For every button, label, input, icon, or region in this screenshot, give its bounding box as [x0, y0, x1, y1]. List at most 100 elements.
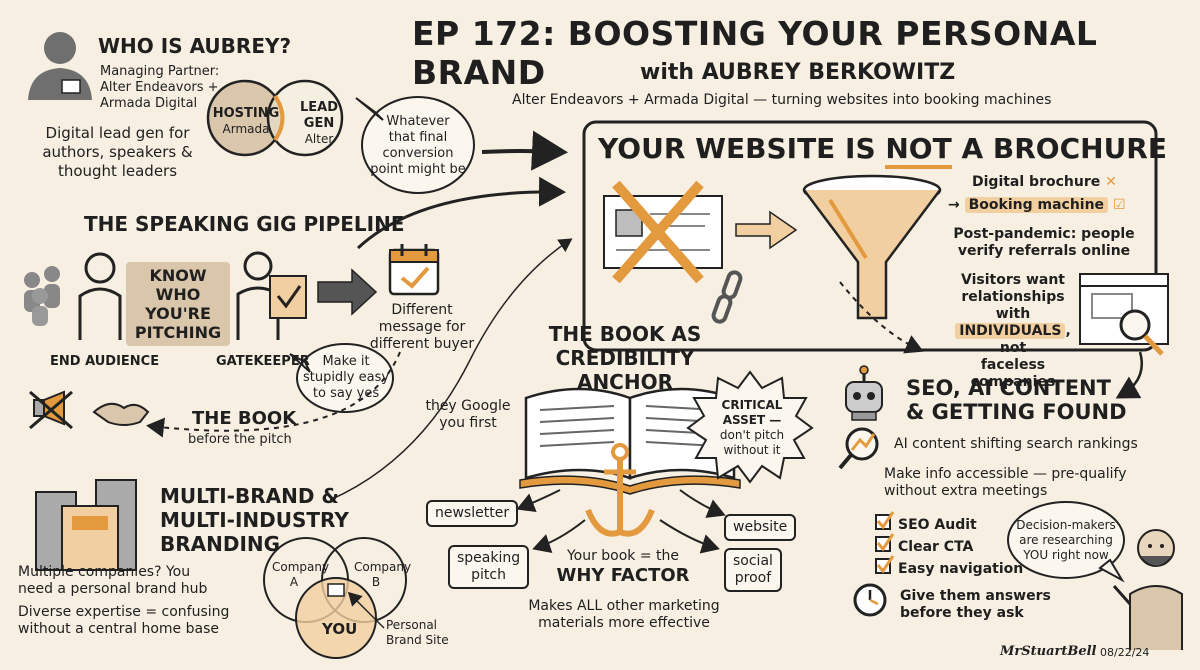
- chain-link-icon: [711, 270, 743, 324]
- dm-line: are researching: [1019, 533, 1113, 547]
- brochure-card-icon: [603, 180, 723, 284]
- diff-line: message for: [378, 319, 466, 335]
- episode-tagline: Alter Endeavors + Armada Digital — turni…: [512, 92, 1052, 108]
- bubble-line: that final: [388, 130, 448, 145]
- social-proof-tag: social proof: [724, 548, 782, 592]
- speaking-pitch-tag: speaking pitch: [448, 545, 530, 589]
- multi-line: need a personal brand hub: [18, 581, 208, 597]
- gatekeeper-label: GATEKEEPER: [216, 354, 310, 369]
- end-audience-icon: [24, 252, 122, 340]
- buildings-icon: [35, 479, 137, 571]
- cross-icon: ✕: [1105, 174, 1117, 190]
- company-venn: [263, 537, 407, 659]
- multi-line: without a central home base: [18, 621, 219, 637]
- seo-title-line: & GETTING FOUND: [906, 400, 1127, 424]
- handshake-icon: [92, 402, 150, 426]
- multi-brand-title: MULTI-BRAND & MULTI-INDUSTRY BRANDING: [160, 484, 349, 556]
- who-title: WHO IS AUBREY?: [98, 34, 292, 58]
- accessible-info-text: Make info accessible — pre-qualify witho…: [884, 466, 1126, 500]
- pipeline-title: THE SPEAKING GIG PIPELINE: [84, 212, 405, 236]
- google-first-text: they Google you first: [420, 398, 516, 432]
- megaphone-crossed-icon: [29, 390, 73, 430]
- venn-hosting-label: HOSTING Armada: [212, 106, 280, 137]
- who-desc-line: Digital lead gen for: [45, 124, 190, 142]
- who-desc-line: authors, speakers &: [42, 143, 193, 161]
- decision-makers-text: Decision-makers are researching YOU righ…: [1010, 518, 1122, 563]
- checkbox-check-icon: ☑: [1112, 197, 1126, 213]
- venn-leadgen-label: LEAD GEN Alter: [293, 100, 345, 147]
- company-b-label: Company B: [354, 560, 411, 590]
- speaking-line: speaking: [457, 550, 521, 566]
- diff-line: Different: [391, 302, 453, 318]
- robot-icon: [845, 365, 883, 421]
- info-line: without extra meetings: [884, 483, 1048, 499]
- bubble-line: point might be: [370, 162, 466, 177]
- individuals-highlight: INDIVIDUALS: [955, 323, 1066, 339]
- makes-marketing-text: Makes ALL other marketing materials more…: [514, 598, 734, 632]
- website-box: [582, 120, 1158, 352]
- bubble-line: Whatever: [386, 114, 450, 129]
- conversion-speech-bubble: [355, 96, 475, 194]
- venn-leadgen: GEN: [303, 116, 335, 131]
- company-a-line: A: [289, 575, 299, 589]
- seo-checklist: SEO Audit Clear CTA Easy navigation: [898, 514, 1023, 580]
- arrow-right-icon: →: [948, 197, 960, 213]
- end-audience-label: END AUDIENCE: [50, 354, 160, 369]
- social-line: proof: [734, 570, 772, 586]
- multi-title-line: BRANDING: [160, 532, 281, 556]
- website-tag: website: [724, 514, 797, 541]
- visitors-line: , not: [999, 323, 1071, 356]
- why-factor-label: WHY FACTOR: [556, 565, 690, 586]
- conversion-bubble-text: Whatever that final conversion point mig…: [368, 114, 468, 178]
- easy-line: Make it: [322, 354, 370, 369]
- visitors-text: Visitors want relationships with INDIVID…: [944, 272, 1082, 391]
- company-a-label: Company A: [272, 560, 329, 590]
- to-funnel-arrow: [735, 210, 798, 250]
- gatekeeper-icon: [236, 251, 307, 340]
- book-output-arrows: [516, 489, 726, 554]
- episode-subtitle: with AUBREY BERKOWITZ: [640, 60, 956, 85]
- google-line: you first: [439, 415, 497, 431]
- digital-brochure-label: Digital brochure: [972, 174, 1101, 190]
- website-title-pre: YOUR WEBSITE IS: [598, 132, 886, 165]
- dm-line: Decision-makers: [1016, 518, 1116, 532]
- aubrey-person-icon: [28, 32, 92, 100]
- speaking-line: pitch: [471, 567, 506, 583]
- post-line: Post-pandemic: people: [953, 226, 1135, 242]
- digital-brochure-item: Digital brochure ✕: [972, 174, 1117, 191]
- diff-line: different buyer: [369, 336, 475, 352]
- visitors-line: Visitors want: [961, 272, 1065, 288]
- book-before-pitch-arrow: [146, 351, 401, 438]
- venn-leadgen-sub: Alter: [304, 132, 334, 146]
- post-line: verify referrals online: [957, 243, 1131, 259]
- signature-date: 08/22/24: [1100, 646, 1150, 659]
- critical-line: CRITICAL: [721, 398, 783, 412]
- who-desc-line: thought leaders: [57, 162, 178, 180]
- google-curve-arrow: [329, 238, 573, 501]
- easy-line: stupidly easy: [302, 370, 390, 385]
- social-line: social: [733, 553, 773, 569]
- who-description: Digital lead gen for authors, speakers &…: [40, 124, 195, 181]
- pbs-line: Personal: [386, 618, 438, 632]
- why-factor-text: Your book = the WHY FACTOR: [548, 548, 698, 586]
- pipeline-to-website-arrow: [356, 176, 566, 250]
- ai-content-text: AI content shifting search rankings: [894, 436, 1138, 452]
- venn-hosting-sub: Armada: [222, 122, 270, 136]
- answers-line: Give them answers: [900, 588, 1051, 604]
- easy-yes-text: Make it stupidly easy to say yes: [302, 354, 390, 402]
- newsletter-tag: newsletter: [426, 500, 519, 527]
- book-before-sub: before the pitch: [188, 432, 292, 447]
- different-message-text: Different message for different buyer: [366, 302, 478, 353]
- booking-machine-item: → Booking machine ☑: [948, 197, 1126, 214]
- critical-line: without it: [723, 443, 781, 457]
- book-before-title: THE BOOK: [192, 408, 297, 429]
- critical-line: ASSET —: [722, 413, 782, 427]
- know-line: PITCHING: [134, 323, 222, 342]
- answers-text: Give them answers before they ask: [900, 588, 1051, 622]
- artist-signature: MrStuartBell: [1000, 644, 1097, 659]
- checklist-item: SEO Audit: [898, 517, 977, 533]
- hosting-leadgen-venn: [206, 79, 344, 157]
- decision-makers-bubble: [1007, 501, 1125, 583]
- multi-title-line: MULTI-INDUSTRY: [160, 508, 349, 532]
- website-title-post: A BROCHURE: [951, 132, 1167, 165]
